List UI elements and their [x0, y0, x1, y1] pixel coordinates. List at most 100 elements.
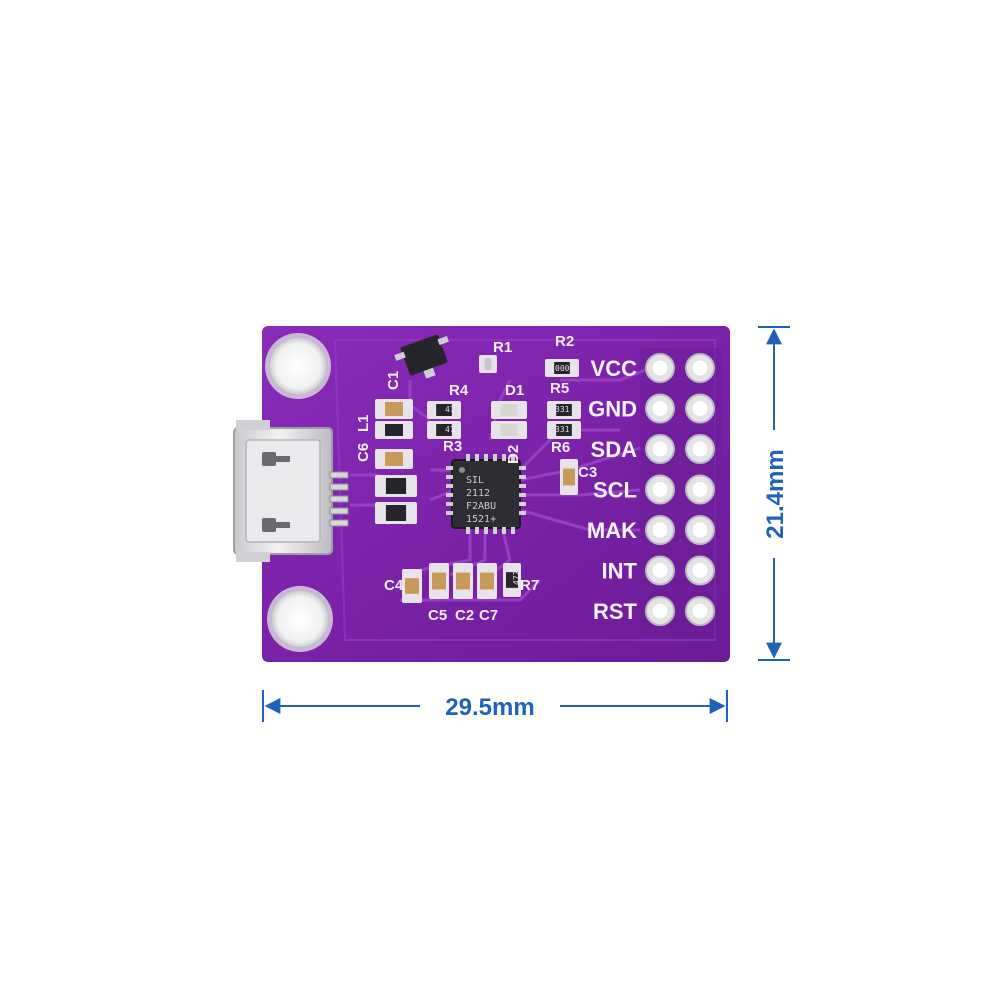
label-r1: R1 [493, 339, 512, 356]
chip-pin [475, 527, 479, 534]
chip-pin [502, 454, 506, 461]
reference-designators: R1 R2 R4 R3 R5 R6 R7 D1 D2 C1 L1 C6 C4 C… [355, 333, 597, 624]
chip-marking-line-4: 1521+ [466, 514, 496, 525]
cp2112-chip: SIL 2112 F2ABU 1521+ [446, 454, 526, 534]
chip-pin [446, 511, 453, 515]
cap-c4 [402, 569, 422, 603]
chip-pin [484, 527, 488, 534]
label-l1: L1 [355, 414, 372, 432]
header-hole-gnd-2 [692, 401, 708, 416]
header-hole-scl-2 [692, 482, 708, 497]
header-hole-scl-1 [652, 482, 668, 497]
chip-pin [484, 454, 488, 461]
mounting-hole-top [265, 333, 331, 399]
smd-codes: 472 472 331 331 000 472 [445, 364, 570, 585]
header-hole-gnd-1 [652, 401, 668, 416]
chip-pin [519, 466, 526, 470]
label-c3: C3 [578, 464, 597, 481]
chip-pin [446, 493, 453, 497]
cap-c6 [375, 449, 413, 469]
pin-label-gnd: GND [588, 397, 637, 422]
chip-pin [511, 527, 515, 534]
pin-label-int: INT [602, 559, 638, 584]
code-r7: 472 [512, 570, 521, 585]
resistor-r1 [479, 355, 497, 373]
header-hole-mak-2 [692, 522, 708, 538]
label-r7: R7 [520, 577, 539, 594]
label-r2: R2 [555, 333, 574, 350]
header-hole-rst-2 [692, 603, 708, 619]
label-d1: D1 [505, 382, 524, 399]
header-hole-vcc-1 [652, 360, 668, 376]
chip-pin [519, 511, 526, 515]
inductor-l1 [375, 421, 413, 439]
label-r4: R4 [449, 382, 469, 399]
label-r5: R5 [550, 380, 569, 397]
code-r3: 472 [445, 425, 460, 434]
pin-header [645, 353, 715, 626]
chip-marking-line-3: F2ABU [466, 501, 496, 512]
code-r5: 331 [555, 405, 570, 414]
chip-pin [466, 454, 470, 461]
label-c6: C6 [355, 443, 372, 462]
chip-marking-line-1: SIL [466, 475, 484, 486]
cap-c5 [429, 563, 449, 599]
chip-pin [519, 475, 526, 479]
height-dimension: 21.4mm [758, 326, 790, 661]
pin-label-scl: SCL [593, 478, 637, 503]
pin-label-mak: MAK [587, 518, 637, 543]
label-d2: D2 [505, 445, 522, 464]
smd-components [375, 355, 581, 603]
header-hole-vcc-2 [692, 360, 708, 376]
chip-pin [493, 454, 497, 461]
chip-pin [446, 502, 453, 506]
resistor-r2 [545, 359, 579, 377]
mounting-hole-bottom [267, 586, 333, 652]
header-hole-sda-2 [692, 441, 708, 457]
chip-pin [519, 493, 526, 497]
header-hole-int-2 [692, 563, 708, 578]
label-r3: R3 [443, 438, 462, 455]
header-hole-sda-1 [652, 441, 668, 457]
code-r2: 000 [555, 364, 570, 373]
width-dimension: 29.5mm [262, 690, 728, 722]
chip-marking-line-2: 2112 [466, 488, 490, 499]
resistor-r6 [547, 421, 581, 439]
resistor-r5 [547, 401, 581, 419]
chip-pin [446, 466, 453, 470]
chip-pin [446, 475, 453, 479]
code-r6: 331 [555, 425, 570, 434]
pin-label-vcc: VCC [591, 356, 638, 381]
micro-usb-connector [233, 420, 349, 562]
chip-pin [466, 527, 470, 534]
cap-c3 [560, 459, 578, 495]
chip-pin [519, 484, 526, 488]
resistor-r4 [427, 401, 461, 419]
resistor-r3 [427, 421, 461, 439]
voltage-regulator [394, 334, 449, 379]
height-label: 21.4mm [762, 449, 789, 538]
pin-labels: VCC GND SDA SCL MAK INT RST [587, 356, 638, 624]
chip-pin [493, 527, 497, 534]
label-c1: C1 [385, 371, 402, 390]
chip-pin [511, 454, 515, 461]
header-hole-int-1 [652, 563, 668, 578]
diode-1 [375, 475, 417, 497]
label-c4: C4 [384, 577, 404, 594]
cap-c7 [477, 563, 497, 599]
header-hole-rst-1 [652, 603, 668, 619]
pin-label-sda: SDA [591, 437, 638, 462]
label-r6: R6 [551, 439, 570, 456]
cap-c2 [453, 563, 473, 599]
led-d2 [491, 421, 527, 439]
label-c7: C7 [479, 607, 498, 624]
led-d1 [491, 401, 527, 419]
chip-pin [446, 484, 453, 488]
width-label: 29.5mm [445, 694, 534, 721]
label-c5: C5 [428, 607, 447, 624]
pin-label-rst: RST [593, 599, 638, 624]
label-c2: C2 [455, 607, 474, 624]
chip-pin [475, 454, 479, 461]
header-hole-mak-1 [652, 522, 668, 538]
